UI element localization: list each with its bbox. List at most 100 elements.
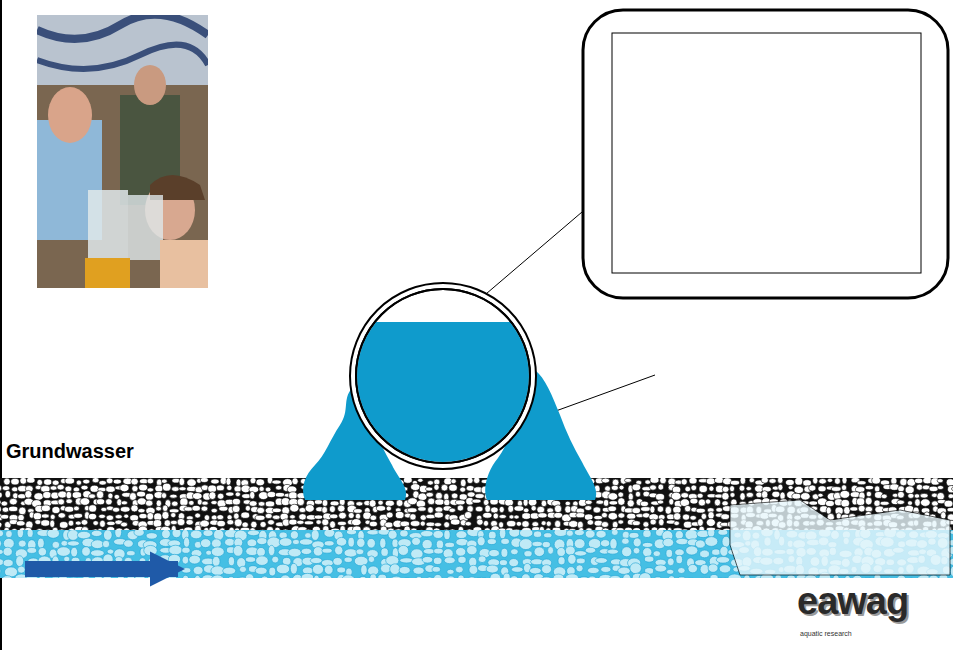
gravel-stone xyxy=(52,480,59,485)
gravel-stone xyxy=(658,484,664,490)
gravel-stone xyxy=(509,515,514,519)
gravel-stone xyxy=(777,478,782,483)
groundwater-pore xyxy=(47,530,60,538)
gravel-stone xyxy=(81,485,88,490)
groundwater-pore xyxy=(678,568,685,574)
groundwater-pore xyxy=(169,545,182,555)
groundwater-pore xyxy=(663,538,674,547)
gravel-stone xyxy=(418,493,427,501)
gravel-stone xyxy=(730,480,739,485)
gravel-stone xyxy=(761,491,767,499)
photo-ceiling-pattern xyxy=(37,15,208,39)
gravel-stone xyxy=(18,514,25,521)
gravel-stone xyxy=(89,505,97,512)
gravel-stone xyxy=(115,515,122,519)
groundwater-pore xyxy=(499,530,505,539)
groundwater-pore xyxy=(675,549,684,556)
groundwater-pore xyxy=(718,578,729,579)
gravel-stone xyxy=(706,478,715,485)
groundwater-pore xyxy=(501,538,510,544)
gravel-stone xyxy=(211,515,217,520)
groundwater-pore xyxy=(333,557,343,565)
gravel-stone xyxy=(872,478,881,484)
groundwater-pore xyxy=(290,563,297,574)
groundwater-pore xyxy=(588,576,597,578)
groundwater-pore xyxy=(90,550,104,557)
gravel-stone xyxy=(576,513,585,518)
gravel-stone xyxy=(58,491,67,498)
gravel-stone xyxy=(171,487,179,492)
groundwater-pore xyxy=(548,547,554,555)
gravel-stone xyxy=(106,499,113,505)
gravel-stone xyxy=(425,487,432,491)
groundwater-pore xyxy=(3,559,13,567)
gravel-stone xyxy=(856,498,864,506)
gravel-stone xyxy=(880,501,889,505)
groundwater-pore xyxy=(310,557,322,563)
gravel-stone xyxy=(708,512,714,520)
gravel-stone xyxy=(2,507,9,512)
gravel-stone xyxy=(265,513,272,518)
gravel-stone xyxy=(858,505,865,512)
groundwater-pore xyxy=(381,548,388,556)
gravel-stone xyxy=(841,499,850,507)
groundwater-pore xyxy=(37,538,44,548)
groundwater-pore xyxy=(433,574,442,578)
gravel-stone xyxy=(722,501,728,506)
gravel-stone xyxy=(121,501,127,505)
gravel-stone xyxy=(866,491,871,497)
groundwater-pore xyxy=(228,576,235,578)
gravel-stone xyxy=(100,520,106,527)
groundwater-pore xyxy=(247,539,257,547)
gravel-stone xyxy=(466,485,474,491)
groundwater-pore xyxy=(844,576,850,578)
groundwater-pore xyxy=(553,574,564,578)
gravel-stone xyxy=(162,505,167,512)
groundwater-pore xyxy=(476,577,488,578)
gravel-stone xyxy=(701,513,706,519)
gravel-stone xyxy=(831,487,841,492)
groundwater-pore xyxy=(544,533,552,538)
groundwater-pore xyxy=(269,567,276,576)
gravel-stone xyxy=(200,478,208,482)
gravel-stone xyxy=(632,508,640,514)
groundwater-pore xyxy=(720,546,728,556)
groundwater-pore xyxy=(511,567,523,573)
groundwater-pore xyxy=(322,548,332,553)
gravel-stone xyxy=(612,479,619,486)
groundwater-pore xyxy=(107,549,114,554)
groundwater-pore xyxy=(162,530,171,539)
groundwater-pore xyxy=(445,542,455,547)
groundwater-pore xyxy=(57,547,71,557)
groundwater-pore xyxy=(348,537,355,547)
gravel-stone xyxy=(354,509,363,514)
groundwater-pore xyxy=(388,530,397,539)
groundwater-pore xyxy=(416,576,423,578)
groundwater-pore xyxy=(708,564,718,572)
groundwater-pore xyxy=(312,564,323,574)
gravel-stone xyxy=(455,500,465,505)
gravel-stone xyxy=(232,498,240,505)
gravel-stone xyxy=(460,487,466,492)
gravel-stone xyxy=(444,522,450,528)
gravel-stone xyxy=(50,486,57,491)
gravel-stone xyxy=(106,478,113,484)
groundwater-pore xyxy=(574,539,585,549)
groundwater-pore xyxy=(587,567,599,573)
gravel-stone xyxy=(819,479,827,485)
gravel-stone xyxy=(65,486,72,492)
groundwater-pore xyxy=(126,551,135,556)
gravel-stone xyxy=(699,485,707,492)
groundwater-pore xyxy=(18,540,26,547)
groundwater-pore xyxy=(574,530,584,536)
gravel-stone xyxy=(420,515,426,521)
gravel-stone xyxy=(90,485,99,492)
groundwater-pore xyxy=(182,575,189,578)
groundwater-pore xyxy=(607,549,618,554)
gravel-stone xyxy=(947,507,953,511)
gravel-stone xyxy=(19,507,27,515)
gravel-stone xyxy=(659,519,665,526)
gravel-stone xyxy=(618,498,625,506)
gravel-stone xyxy=(465,522,471,526)
groundwater-pore xyxy=(585,530,595,538)
